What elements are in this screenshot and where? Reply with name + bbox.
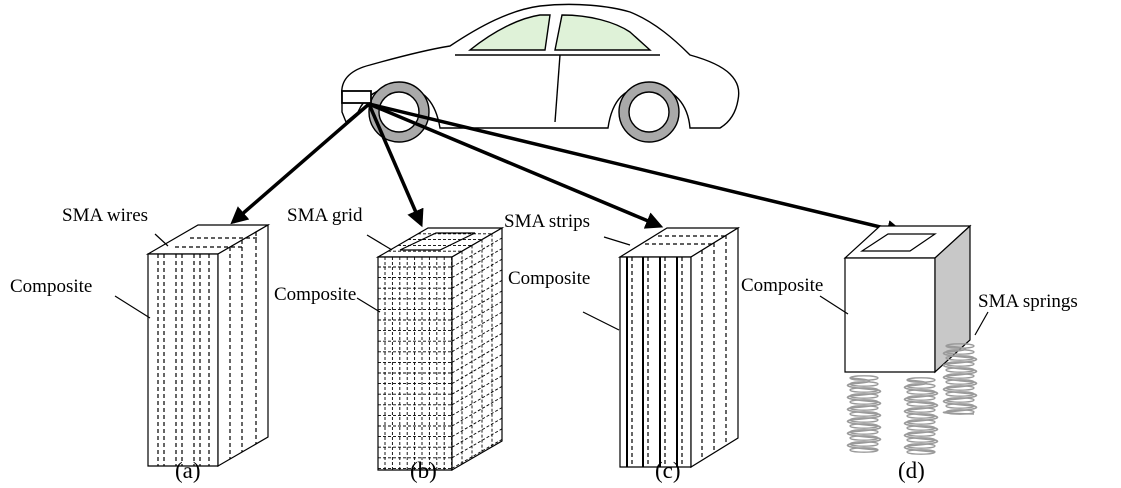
panel-a-side-face: [217, 223, 269, 468]
spring-left-coil: [849, 411, 879, 417]
panel-c-sma-label: SMA strips: [504, 211, 590, 232]
panel-a-sma-wires: [114, 223, 271, 468]
spring-left-coil: [849, 381, 879, 387]
panel-c-caption: (c): [655, 458, 681, 483]
panel-d-caption: (d): [898, 458, 925, 483]
panel-c-front-face: [619, 256, 692, 468]
arrow-to-c: [368, 102, 664, 229]
panel-d-sma-label: SMA springs: [978, 291, 1078, 312]
panel-a-composite-label: Composite: [10, 276, 92, 297]
car-window-front: [468, 14, 551, 51]
spring-back-coil: [945, 367, 975, 373]
spring-middle-coil: [906, 431, 936, 437]
car-window-rear: [554, 14, 652, 51]
panel-d-front-face: [844, 257, 936, 373]
spring-middle-coil: [906, 425, 936, 431]
panel-a-caption: (a): [175, 458, 201, 483]
car-illustration: [341, 3, 740, 143]
panel-d-sma-leader: [974, 311, 989, 336]
spring-left-coil: [849, 405, 879, 411]
panel-a-sma-leader: [154, 233, 169, 247]
spring-left-coil: [849, 429, 879, 435]
panel-c-composite-label: Composite: [508, 268, 590, 289]
panel-d-composite-label: Composite: [741, 275, 823, 296]
panel-b-grid: [378, 233, 503, 470]
spring-left-coil: [849, 435, 879, 441]
panel-b-composite-leader: [356, 297, 381, 313]
spring-middle-coil: [906, 407, 936, 413]
spring-back-coil: [945, 343, 975, 349]
spring-middle-coil: [906, 395, 936, 401]
spring-left-coil: [849, 393, 879, 399]
panel-d-composite-leader: [819, 295, 849, 315]
panel-c-sma-strips: [582, 226, 741, 469]
arrow-to-b: [367, 103, 424, 228]
spring-middle-coil: [906, 413, 936, 419]
panel-d-springs: [846, 343, 978, 455]
panel-b-side-face: [451, 226, 503, 472]
panel-b-composite-label: Composite: [274, 284, 356, 305]
spring-back-coil: [945, 361, 975, 367]
spring-left-coil: [849, 423, 879, 429]
panel-c-sma-leader: [603, 236, 631, 246]
spring-left-coil: [849, 447, 879, 453]
spring-middle-coil: [906, 449, 936, 455]
panel-b-window: [399, 232, 476, 251]
panel-d-side-face: [934, 224, 971, 374]
spring-back-coil: [945, 409, 975, 415]
car-body-outline: [341, 3, 740, 129]
car-door-line: [554, 54, 561, 123]
arrow-to-d: [368, 102, 905, 238]
spring-middle-coil: [906, 383, 936, 389]
spring-back-coil: [945, 349, 975, 355]
spring-middle-coil: [906, 443, 936, 449]
panel-b-sma-grid: [356, 226, 505, 472]
panel-b-sma-leader: [366, 234, 393, 251]
panel-c-composite-leader: [582, 311, 620, 331]
spring-left-coil: [849, 375, 879, 381]
spring-middle-coil: [906, 401, 936, 407]
spring-back-coil: [945, 355, 975, 361]
spring-back-coil: [945, 397, 975, 403]
spring-back-coil: [945, 391, 975, 397]
panel-d-sma-springs: [819, 224, 989, 455]
arrows: [230, 102, 905, 238]
panel-d-window: [859, 233, 937, 252]
spring-left-coil: [849, 399, 879, 405]
panel-b-sma-label: SMA grid: [287, 205, 363, 226]
car-rear-hub: [628, 91, 670, 133]
panel-a-sma-label: SMA wires: [62, 205, 148, 226]
arrow-to-a: [230, 102, 371, 225]
panel-b-caption: (b): [410, 458, 437, 483]
panel-a-wires: [157, 232, 258, 466]
spring-back-coil: [945, 379, 975, 385]
spring-middle-coil: [906, 389, 936, 395]
panel-c-strips: [626, 235, 728, 467]
spring-back-coil: [945, 385, 975, 391]
spring-middle-coil: [906, 437, 936, 443]
spring-left-coil: [849, 417, 879, 423]
spring-left-coil: [849, 441, 879, 447]
spring-middle-coil: [906, 377, 936, 383]
spring-middle-coil: [906, 419, 936, 425]
spring-left-coil: [849, 387, 879, 393]
bumper-component-box: [341, 90, 372, 104]
spring-back-coil: [945, 373, 975, 379]
panel-c-side-face: [690, 226, 739, 469]
panel-a-composite-leader: [114, 295, 151, 319]
spring-back-coil: [945, 403, 975, 409]
